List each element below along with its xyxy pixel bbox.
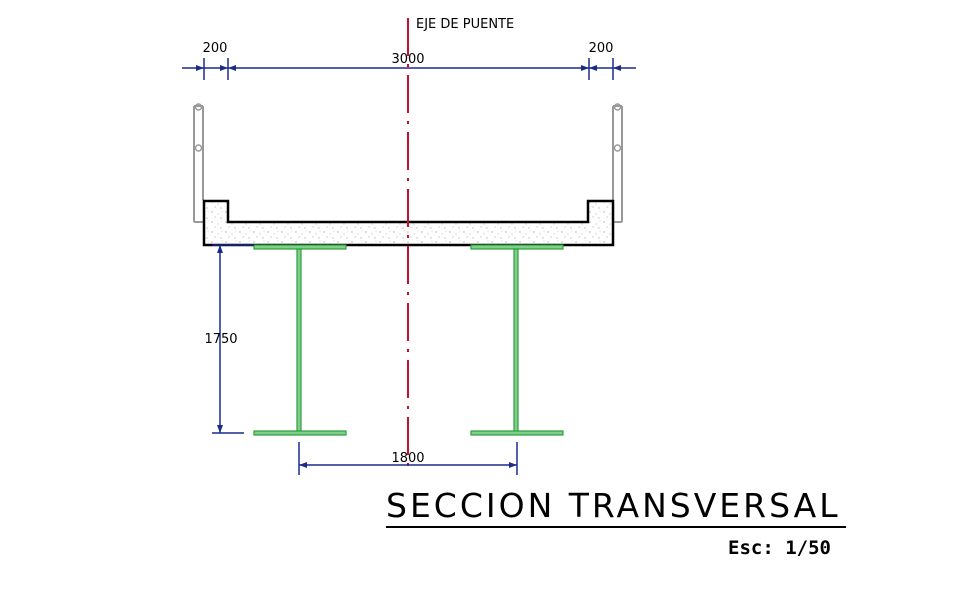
drawing-title: SECCION TRANSVERSAL <box>386 486 841 525</box>
girder-height-dimension-line <box>212 244 254 434</box>
left-steel-girder <box>253 244 347 436</box>
girder-height-arrows <box>217 245 223 433</box>
deck-width-dimension: 3000 <box>391 52 424 67</box>
left-curb-dimension: 200 <box>203 41 228 56</box>
drawing-scale: Esc: 1/50 <box>728 537 831 559</box>
right-steel-girder <box>470 244 564 436</box>
girder-spacing-value: 1800 <box>391 451 424 466</box>
centerline-label: EJE DE PUENTE <box>416 17 514 32</box>
right-railing <box>612 103 623 223</box>
left-railing <box>193 103 204 223</box>
top-dimension-arrows <box>196 65 621 71</box>
girder-height-value: 1750 <box>204 332 237 347</box>
girder-spacing-dimension-line <box>298 442 518 475</box>
top-dimension-line <box>182 58 636 80</box>
right-curb-dimension: 200 <box>589 41 614 56</box>
girder-spacing-arrows <box>299 462 517 468</box>
